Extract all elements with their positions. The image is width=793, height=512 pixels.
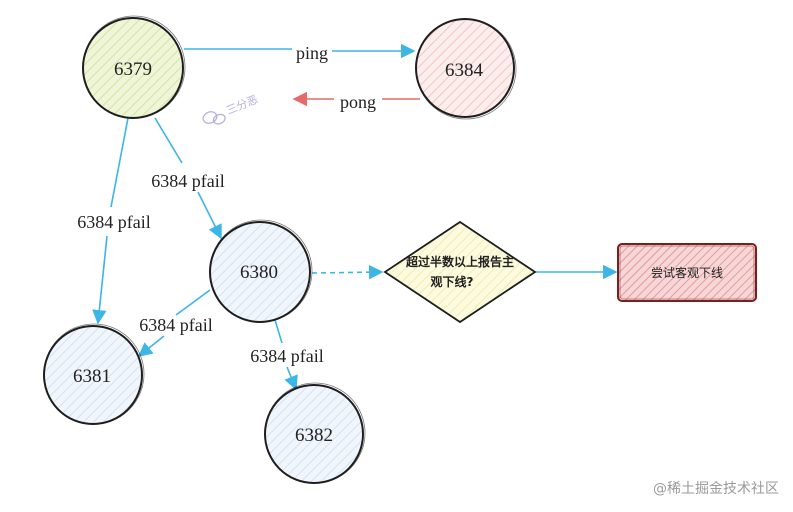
- node-6382-label: 6382: [295, 425, 333, 446]
- edge-6380-to-6382: [274, 319, 298, 391]
- edge-6379-to-6380: [154, 117, 222, 240]
- watermark-top-text: 三分恶: [224, 93, 259, 117]
- edge-6380-to-6381: [137, 289, 211, 357]
- node-6381: 6381: [43, 323, 145, 425]
- node-6384: 6384: [415, 18, 517, 120]
- edge-ping: [184, 43, 416, 59]
- node-6381-label: 6381: [73, 366, 111, 387]
- node-6382: 6382: [264, 382, 366, 484]
- pong-label: pong: [340, 92, 376, 112]
- node-6384-label: 6384: [445, 60, 484, 81]
- pfail-label-6379-6381: 6384 pfail: [77, 212, 151, 232]
- node-6380: 6380: [209, 219, 313, 323]
- pfail-label-6380-6382: 6384 pfail: [250, 346, 324, 366]
- pfail-label-6379-6380: 6384 pfail: [151, 171, 225, 191]
- node-6380-label: 6380: [240, 262, 278, 283]
- pfail-label-6380-6381: 6384 pfail: [139, 315, 213, 335]
- wechat-icon: [202, 111, 226, 125]
- result-label: 尝试客观下线: [651, 265, 723, 280]
- decision-text-line1: 超过半数以上报告主: [405, 254, 514, 269]
- node-6379-label: 6379: [114, 59, 152, 80]
- watermark-top: 三分恶: [202, 93, 260, 125]
- ping-label: ping: [296, 43, 328, 63]
- result-box: 尝试客观下线: [617, 243, 757, 302]
- node-6379: 6379: [82, 15, 186, 119]
- decision-text-line2: 观下线?: [431, 274, 474, 289]
- decision-diamond: 超过半数以上报告主 观下线?: [383, 220, 537, 324]
- footer-watermark: @稀土掘金技术社区: [653, 481, 779, 497]
- edge-6380-to-decision: [311, 264, 384, 280]
- edge-6379-to-6381: [92, 117, 129, 325]
